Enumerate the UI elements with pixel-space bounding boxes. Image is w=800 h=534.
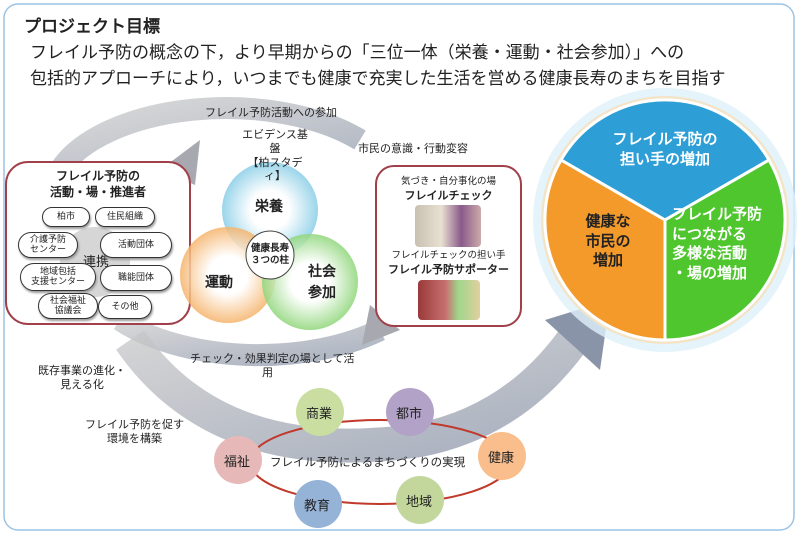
venn-nutrition: 栄養 [255,199,283,215]
frail-check-photo [415,205,481,247]
cycle-left-text: 健康な 市民の 増加 [585,212,631,269]
org-others: その他 [98,295,152,319]
existing-line1: 既存事業の進化・ [38,364,126,377]
org-activity-groups: 活動団体 [100,232,172,258]
venn-exercise: 運動 [205,275,233,291]
org-care-prevention-center: 介護予防 センター [18,232,78,258]
frail-check-sub: 気づき・自分事化の場 [400,176,496,187]
org-community-support-center: 地域包括 支援センター [20,263,96,291]
venn-social-line2: 参加 [308,285,336,301]
town-community: 地域 [406,495,433,510]
label-existing: 既存事業の進化・見える化 [38,364,126,392]
label-environment: フレイル予防を促す環境を構築 [85,418,184,446]
town-city: 都市 [396,407,423,422]
label-awareness: 市民の意識・行動変容 [358,142,468,155]
town-welfare: 福祉 [224,455,251,470]
org-professional-groups: 職能団体 [100,265,172,291]
cycle-top-text: フレイル予防の 担い手の増加 [612,130,718,168]
venn-social: 社会参加 [308,262,336,304]
cycle-left-segment [543,157,667,342]
cycle-right-text: フレイル予防 につながる 多様な活動 ・場の増加 [672,205,763,282]
venn-center-line1: 健康長寿 [250,243,289,254]
venn-center-line2: ３つの柱 [250,255,289,267]
label-evidence: エビデンス基盤【柏スタディ】 [240,128,310,183]
check-use-line1: チェック・効果判定の場として活 [190,352,355,365]
env-line2: 環境を構築 [107,431,162,445]
goal-line-2: 包括的アプローチにより，いつまでも健康で充実した生活を営める健康長寿のまちを目指… [30,69,726,89]
town-center-text: フレイル予防によるまちづくりの実現 [270,455,466,469]
town-health: 健康 [488,451,515,466]
env-line1: フレイル予防を促す [85,418,184,431]
arrow-top [50,97,366,177]
supporter-title: フレイル予防サポーター [388,263,509,276]
existing-line2: 見える化 [60,377,104,391]
org-social-welfare-council: 社会福祉 協議会 [38,293,98,319]
arrow-big [116,320,595,463]
cycle-right-segment [663,157,787,342]
town-education: 教育 [304,499,331,514]
goal-line-1: フレイル予防の概念の下，より早期からの「三位一体（栄養・運動・社会参加）」への [30,43,685,63]
org-residents: 住民組織 [95,207,155,227]
venn-social-line1: 社会 [308,264,336,280]
evidence-line1: エビデンス基盤 [242,128,308,155]
supporter-sub: フレイルチェックの担い手 [391,250,506,261]
check-use-line2: 用 [262,365,273,379]
project-title: プロジェクト目標 [24,17,160,37]
left-box-title: フレイル予防の活動・場・推進者 [6,168,190,200]
town-commerce: 商業 [306,407,333,422]
supporter-photo [418,280,480,320]
evidence-line2: 【柏スタディ】 [247,155,303,183]
label-check-use: チェック・効果判定の場として活用 [190,352,360,380]
arrow-bottom [113,310,385,367]
left-title-line1: フレイル予防の [55,169,140,183]
label-participation: フレイル予防活動への参加 [205,106,337,119]
left-title-line2: 活動・場・推進者 [49,185,146,200]
frail-check-title: フレイルチェック [404,189,493,202]
org-kashiwa-city: 柏市 [42,207,90,227]
